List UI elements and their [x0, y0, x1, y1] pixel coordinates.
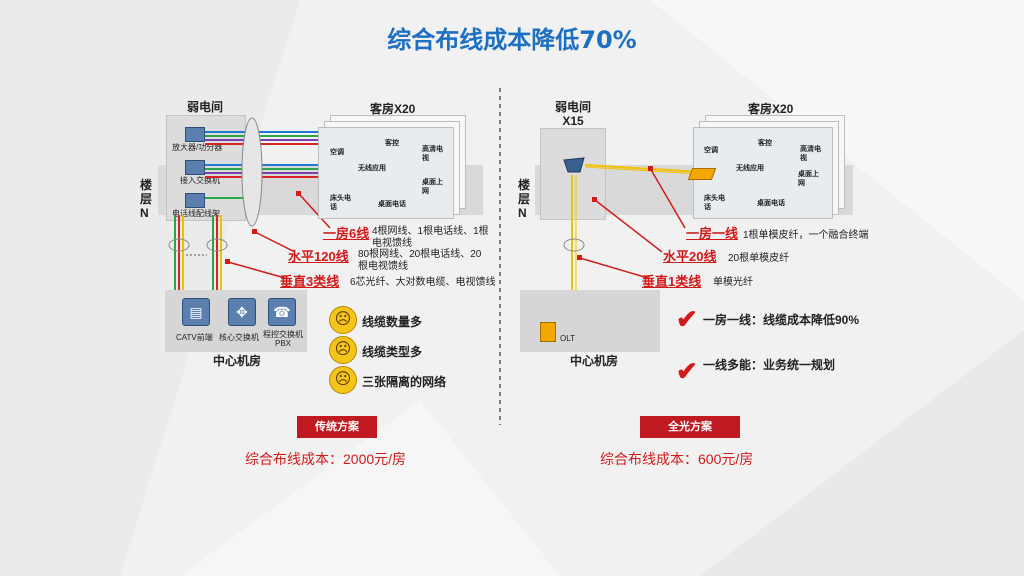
left-room-label-desk-net: 桌面上网	[422, 179, 443, 195]
left-room-label-bed-phone: 床头电话	[330, 195, 351, 211]
benefit-0: 一房一线：线缆成本降低90%	[703, 313, 860, 327]
center-device-label-1: 核心交换机	[219, 333, 259, 342]
right-room-label-ac: 空调	[704, 147, 718, 154]
right-item-label-2: 垂直1类线	[642, 274, 702, 289]
right-item-label-0: 一房一线	[686, 226, 739, 241]
problem-2: 三张隔离的网络	[362, 375, 447, 389]
center-device-label-2: 程控交换机PBX	[263, 330, 303, 348]
fusion-terminal-icon	[687, 168, 717, 180]
left-item-label-0: 一房6线	[323, 226, 370, 241]
right-cost: 综合布线成本：600元/房	[600, 451, 754, 467]
right-center-room-box	[520, 290, 660, 352]
right-weak-room-label: 弱电间X15	[554, 100, 591, 128]
left-device-label-2: 电话线配线架	[172, 209, 220, 218]
catv-icon: ▤	[182, 298, 210, 326]
left-floor-label: 楼层N	[140, 178, 153, 220]
all-optical-solution-tag: 全光方案	[640, 416, 740, 438]
left-center-room-label: 中心机房	[213, 354, 262, 368]
pbx-icon: ☎	[268, 298, 296, 326]
left-device-switch	[185, 160, 205, 175]
left-item-label-2: 垂直3类线	[280, 274, 340, 289]
right-item-desc-2: 单模光纤	[713, 277, 753, 288]
sad-face-icon: ☹	[329, 336, 357, 364]
left-item-desc-1: 80根网线、20根电话线、20根电视馈线	[358, 249, 482, 272]
left-device-amplifier	[185, 127, 205, 142]
problem-1: 线缆类型多	[362, 345, 423, 359]
right-guest-room-label: 客房X20	[748, 102, 794, 116]
left-room-label-desk-phone: 桌面电话	[378, 201, 406, 208]
sad-face-icon: ☹	[329, 306, 357, 334]
right-item-desc-1: 20根单模皮纤	[728, 253, 790, 264]
benefit-1: 一线多能：业务统一规划	[703, 358, 836, 372]
left-item-label-1: 水平120线	[288, 249, 349, 264]
right-room-label-desk-phone: 桌面电话	[757, 200, 785, 207]
right-room-label-tv: 高清电视	[800, 146, 821, 162]
left-room-label-control: 客控	[385, 140, 399, 147]
problem-0: 线缆数量多	[362, 315, 423, 329]
left-device-patch	[185, 193, 205, 208]
left-guest-room-label: 客房X20	[370, 102, 416, 116]
left-item-desc-0: 4根网线、1根电话线、1根电视馈线	[372, 226, 489, 249]
right-room-label-desk-net: 桌面上网	[798, 171, 819, 187]
left-cost: 综合布线成本：2000元/房	[245, 451, 407, 467]
left-room-label-tv: 高清电视	[422, 146, 443, 162]
right-floor-label: 楼层N	[518, 178, 531, 220]
right-item-label-1: 水平20线	[663, 249, 717, 264]
olt-label: OLT	[560, 334, 575, 343]
sad-face-icon: ☹	[329, 366, 357, 394]
olt-icon	[540, 322, 556, 342]
page-title: 综合布线成本降低70%	[387, 26, 637, 54]
check-icon: ✔	[676, 356, 698, 386]
left-cabling	[168, 117, 331, 290]
left-room	[318, 127, 454, 219]
right-room-label-control: 客控	[758, 140, 772, 147]
left-device-label-0: 放大器/功分器	[172, 143, 223, 152]
right-room-label-wifi: 无线应用	[736, 165, 764, 172]
right-room	[693, 127, 833, 219]
center-device-label-0: CATV前端	[176, 333, 213, 342]
left-room-label-wifi: 无线应用	[358, 165, 386, 172]
core-switch-icon: ✥	[228, 298, 256, 326]
left-room-label-ac: 空调	[330, 149, 344, 156]
right-weak-room-box	[540, 128, 606, 220]
check-icon: ✔	[676, 304, 698, 334]
right-center-room-label: 中心机房	[570, 354, 619, 368]
left-device-label-1: 接入交换机	[180, 176, 220, 185]
right-item-desc-0: 1根单模皮纤，一个融合终端	[743, 230, 869, 241]
left-item-desc-2: 6芯光纤、大对数电缆、电视馈线	[350, 277, 496, 288]
traditional-solution-tag: 传统方案	[297, 416, 377, 438]
right-room-label-bed-phone: 床头电话	[704, 195, 725, 211]
